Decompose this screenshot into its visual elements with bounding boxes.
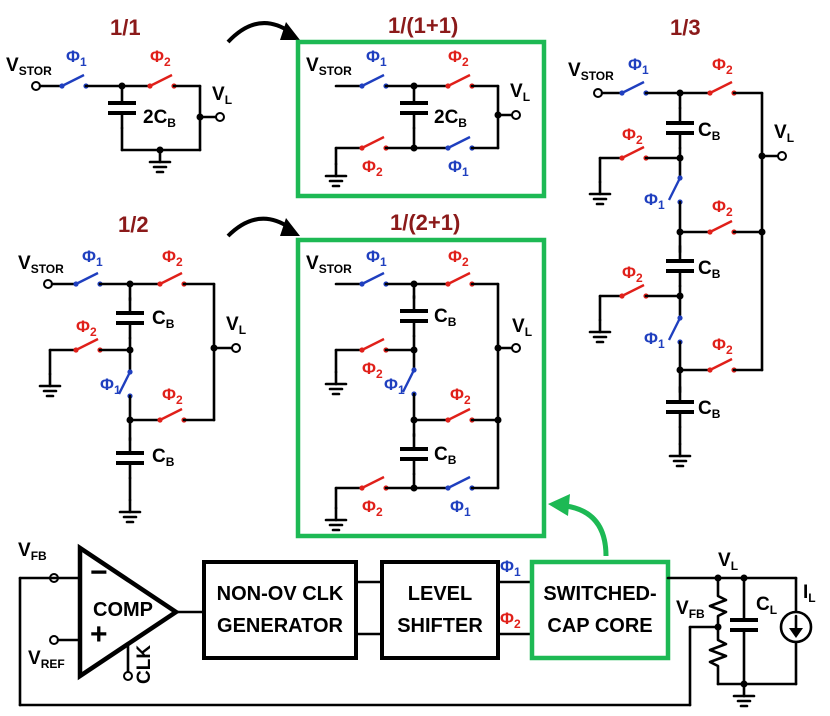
arrow-icon	[226, 216, 292, 238]
svg-text:VSTOR: VSTOR	[306, 253, 352, 276]
svg-text:VSTOR: VSTOR	[306, 55, 352, 78]
cap-2cb-label: 2CB	[143, 107, 176, 130]
svg-text:Φ2: Φ2	[712, 55, 733, 77]
circuit-1-2: 1/2 VSTOR Φ1 Φ2 VL CB Φ2 Φ1 Φ2	[18, 212, 246, 524]
phi1-label: Φ1	[66, 47, 87, 69]
svg-text:CB: CB	[152, 446, 175, 469]
comp-label: COMP	[93, 599, 153, 621]
svg-text:Φ2: Φ2	[76, 317, 97, 339]
svg-text:NON-OV CLK: NON-OV CLK	[217, 583, 344, 605]
svg-text:CB: CB	[698, 120, 721, 143]
svg-text:VFB: VFB	[18, 540, 47, 563]
svg-text:VREF: VREF	[28, 648, 65, 671]
svg-text:VFB: VFB	[676, 598, 705, 621]
svg-text:Φ2: Φ2	[362, 497, 383, 519]
circuit-1-2p1: 1/(2+1) VSTOR Φ1 Φ2 VL CB Φ2 Φ1 Φ2	[295, 210, 547, 539]
svg-text:Φ1: Φ1	[628, 55, 649, 77]
svg-text:Φ1: Φ1	[100, 375, 121, 397]
vl-label: VL	[212, 84, 232, 107]
svg-text:Φ1: Φ1	[366, 47, 387, 69]
resistor-bottom	[708, 625, 728, 686]
level-shifter-block	[380, 560, 500, 660]
svg-text:CB: CB	[434, 444, 457, 467]
svg-text:Φ2: Φ2	[448, 247, 469, 269]
svg-text:CB: CB	[698, 258, 721, 281]
clk-label: CLK	[134, 645, 155, 684]
svg-text:VL: VL	[512, 316, 532, 339]
svg-text:Φ1: Φ1	[448, 157, 469, 179]
svg-text:Φ1: Φ1	[366, 247, 387, 269]
svg-text:Φ2: Φ2	[162, 247, 183, 269]
svg-text:Φ2: Φ2	[162, 385, 183, 407]
green-arrow-icon	[565, 503, 609, 557]
plus-sign: +	[90, 618, 108, 651]
svg-text:GENERATOR: GENERATOR	[217, 615, 343, 637]
svg-text:Φ1: Φ1	[644, 190, 665, 212]
svg-text:VL: VL	[774, 122, 794, 145]
circuit-1-3: 1/3 VSTOR Φ1 Φ2 VL CB Φ2 Φ1 Φ2	[568, 15, 794, 468]
circuit-1-1: 1/1 VSTOR Φ1 Φ2 VL 2CB	[6, 15, 232, 174]
svg-text:VL: VL	[226, 314, 246, 337]
svg-text:SHIFTER: SHIFTER	[397, 615, 483, 637]
phi2-label: Φ2	[150, 47, 171, 69]
svg-text:Φ1: Φ1	[500, 557, 521, 579]
minus-sign: −	[90, 556, 108, 589]
title-1-3: 1/3	[670, 15, 701, 40]
svg-text:IL: IL	[803, 582, 816, 605]
svg-text:Φ2: Φ2	[500, 609, 521, 631]
svg-text:Φ2: Φ2	[448, 47, 469, 69]
title-1-1: 1/1	[110, 15, 141, 40]
svg-text:SWITCHED-: SWITCHED-	[543, 583, 656, 605]
svg-text:CL: CL	[756, 594, 777, 617]
svg-text:Φ1: Φ1	[644, 329, 665, 351]
svg-text:2CB: 2CB	[434, 107, 467, 130]
svg-text:Φ2: Φ2	[450, 385, 471, 407]
non-ov-clk-generator-block	[202, 560, 358, 660]
control-loop: − + COMP VFB VREF CLK NON-OV CLK GENERAT…	[18, 540, 816, 708]
switched-cap-core-block	[529, 559, 671, 661]
svg-text:VSTOR: VSTOR	[18, 253, 64, 276]
svg-text:LEVEL: LEVEL	[408, 583, 472, 605]
svg-text:Φ2: Φ2	[362, 359, 383, 381]
svg-text:CB: CB	[434, 306, 457, 329]
svg-text:CB: CB	[698, 398, 721, 421]
vstor-label: VSTOR	[6, 55, 52, 78]
title-1-2p1: 1/(2+1)	[390, 210, 460, 235]
svg-text:Φ2: Φ2	[622, 263, 643, 285]
circuit-1-1p1: 1/(1+1) VSTOR Φ1 Φ2 VL 2CB Φ2 Φ1	[295, 13, 547, 199]
svg-text:Φ2: Φ2	[712, 197, 733, 219]
svg-text:Φ2: Φ2	[712, 335, 733, 357]
svg-text:CB: CB	[152, 308, 175, 331]
svg-text:Φ1: Φ1	[384, 375, 405, 397]
title-1-2: 1/2	[118, 212, 149, 237]
svg-text:Φ1: Φ1	[82, 247, 103, 269]
title-1-1p1: 1/(1+1)	[388, 13, 458, 38]
highlight-box	[295, 237, 547, 539]
svg-text:VL: VL	[510, 81, 530, 104]
svg-text:VL: VL	[718, 550, 738, 573]
highlight-box	[295, 39, 547, 199]
svg-text:VSTOR: VSTOR	[568, 60, 614, 83]
resistor-top	[708, 576, 728, 629]
svg-text:Φ2: Φ2	[362, 157, 383, 179]
svg-text:Φ1: Φ1	[450, 497, 471, 519]
svg-text:Φ2: Φ2	[622, 125, 643, 147]
svg-text:CAP CORE: CAP CORE	[547, 615, 652, 637]
